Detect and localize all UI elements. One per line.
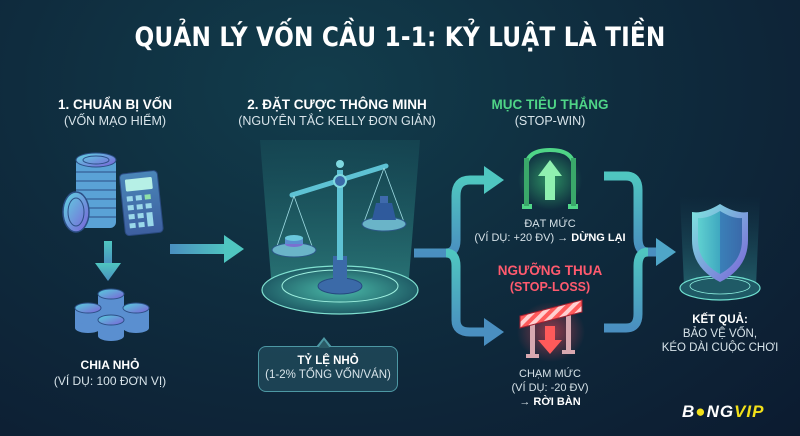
ratio-callout: TỶ LỆ NHỎ (1-2% TỔNG VỐN/VÁN) xyxy=(258,337,398,392)
step1-subheading: (VỐN MẠO HIỂM) xyxy=(63,114,167,128)
stop-win-header: MỤC TIÊU THẮNG (STOP-WIN) xyxy=(460,97,640,129)
step2-subheading: (NGUYÊN TẮC KELLY ĐƠN GIẢN) xyxy=(238,114,436,128)
stop-win-detail: ĐẠT MỨC (VÍ DỤ: +20 ĐV) → DỪNG LẠI xyxy=(460,217,640,245)
merge-arrows-icon xyxy=(604,171,676,333)
split-label: CHIA NHỎ xyxy=(80,358,140,372)
stop-loss-detail: CHẠM MỨC (VÍ DỤ: -20 ĐV) → RỜI BÀN xyxy=(460,367,640,409)
ratio-text: (1-2% TỔNG VỐN/VÁN) xyxy=(265,369,391,381)
stop-loss-line1: CHẠM MỨC xyxy=(519,368,581,380)
page-title: QUẢN LÝ VỐN CẦU 1-1: KỶ LUẬT LÀ TIỀN xyxy=(134,22,666,53)
barrier-down-arrow-icon xyxy=(517,299,585,362)
branch-arrows-icon xyxy=(414,166,504,346)
right-arrow-icon xyxy=(170,235,244,263)
arch-up-arrow-icon xyxy=(518,147,582,210)
step2-heading: 2. ĐẶT CƯỢC THÔNG MINH xyxy=(247,97,427,112)
stop-win-action: DỪNG LẠI xyxy=(571,232,626,244)
stop-loss-line3: → RỜI BÀN xyxy=(519,396,581,408)
stop-win-line1: ĐẠT MỨC xyxy=(524,218,576,230)
step1-heading: 1. CHUẨN BỊ VỐN xyxy=(57,97,172,112)
down-arrow-icon xyxy=(95,241,121,281)
balance-scale-icon xyxy=(260,140,420,315)
split-label-group: CHIA NHỎ (VÍ DỤ: 100 ĐƠN VỊ) xyxy=(20,357,200,389)
dragon-ball-icon: ● xyxy=(695,402,707,421)
stop-loss-action: RỜI BÀN xyxy=(533,396,581,408)
stop-loss-heading: NGƯỠNG THUA xyxy=(497,263,603,278)
shield-icon xyxy=(679,196,761,301)
ratio-title: TỶ LỆ NHỎ xyxy=(297,355,359,367)
result-heading: KẾT QUẢ: xyxy=(692,314,748,326)
stop-win-subheading: (STOP-WIN) xyxy=(514,114,586,128)
bongvip-logo: B●NGVIP xyxy=(682,402,765,421)
stop-loss-subheading: (STOP-LOSS) xyxy=(509,280,591,294)
step1-header: 1. CHUẨN BỊ VỐN (VỐN MẠO HIỂM) xyxy=(20,97,210,129)
stop-loss-line2: (VÍ DỤ: -20 ĐV) xyxy=(511,382,589,394)
stop-loss-header: NGƯỠNG THUA (STOP-LOSS) xyxy=(460,263,640,295)
split-example: (VÍ DỤ: 100 ĐƠN VỊ) xyxy=(53,374,167,388)
coin-stacks-icon xyxy=(74,288,150,341)
step2-header: 2. ĐẶT CƯỢC THÔNG MINH (NGUYÊN TẮC KELLY… xyxy=(222,97,452,129)
result-line2: KÉO DÀI CUỘC CHƠI xyxy=(661,342,779,354)
result-group: KẾT QUẢ: BẢO VỆ VỐN, KÉO DÀI CUỘC CHƠI xyxy=(650,313,790,355)
stop-win-heading: MỤC TIÊU THẮNG xyxy=(491,97,609,112)
result-line1: BẢO VỆ VỐN, xyxy=(682,328,758,340)
stop-win-line2: (VÍ DỤ: +20 ĐV) → DỪNG LẠI xyxy=(474,232,626,244)
coins-calculator-icon xyxy=(62,152,164,237)
